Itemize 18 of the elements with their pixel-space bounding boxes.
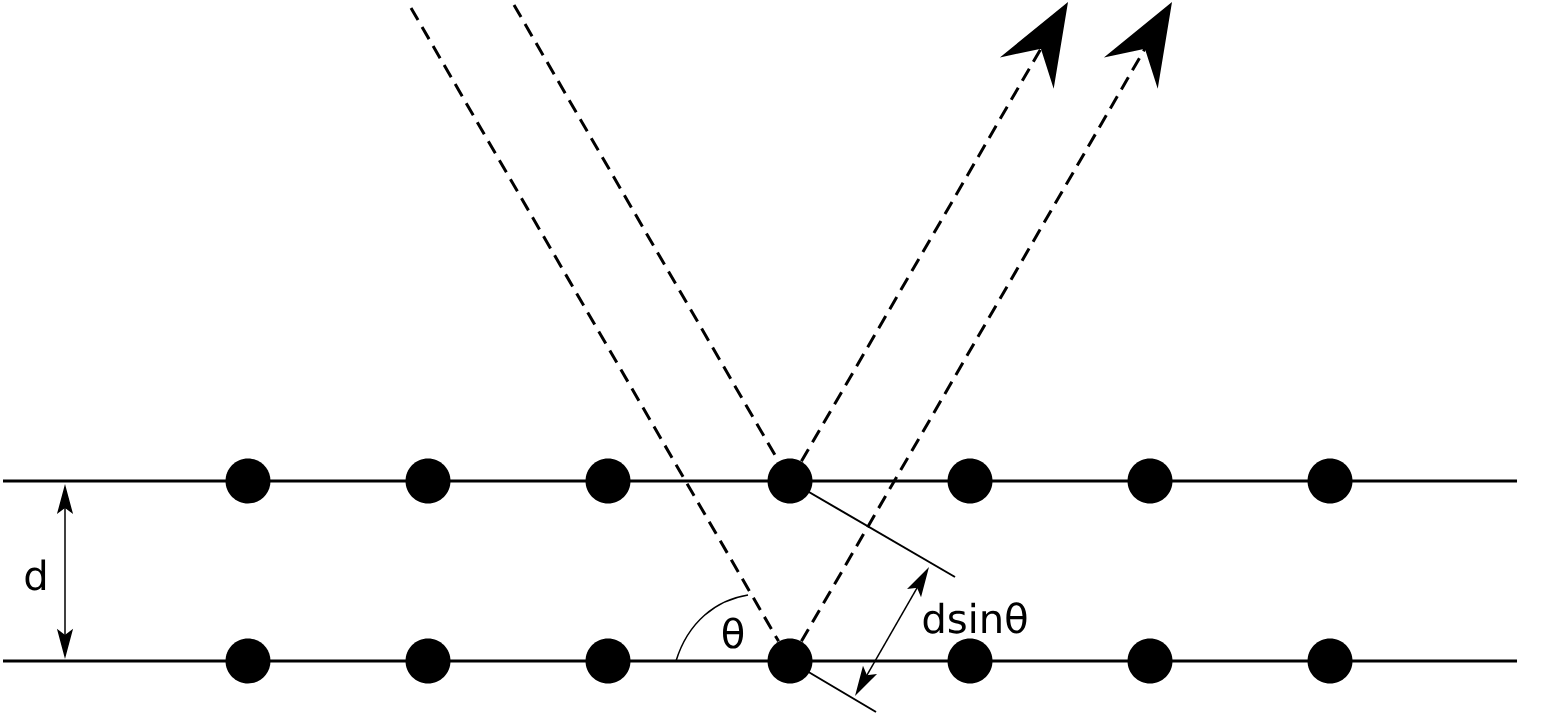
atom-dot	[1127, 458, 1173, 504]
incident-ray	[409, 7, 780, 643]
atom-dot	[405, 638, 451, 684]
dimension-label: θ	[723, 617, 744, 649]
atom-dot	[585, 458, 631, 504]
atom-dot	[1307, 458, 1353, 504]
atom-dot	[405, 458, 451, 504]
atom-dot	[1127, 638, 1173, 684]
atom-dot	[767, 638, 813, 684]
atom-dot	[947, 638, 993, 684]
dimension-label: d	[25, 559, 46, 591]
atom-dot	[225, 458, 271, 504]
atom-dot	[225, 638, 271, 684]
dimension-label: dsinθ	[923, 602, 1027, 634]
atom-dot	[585, 638, 631, 684]
atom-dot	[947, 458, 993, 504]
atom-dot	[767, 458, 813, 504]
atom-dot	[1307, 638, 1353, 684]
